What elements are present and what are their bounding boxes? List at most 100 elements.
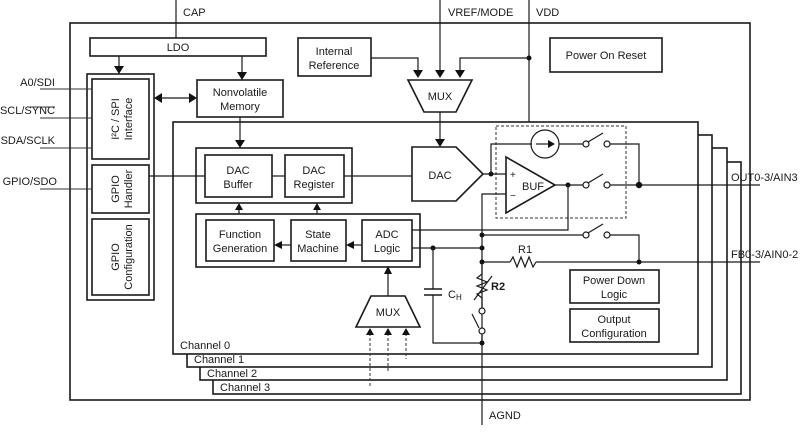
fb-switch-wire bbox=[610, 234, 640, 262]
r1-label: R1 bbox=[518, 244, 532, 256]
buf-minus: − bbox=[510, 191, 516, 202]
pin-out: OUT0-3/AIN3 bbox=[731, 172, 798, 184]
nvm-label-2: Memory bbox=[220, 101, 260, 113]
to-current-source-wire bbox=[490, 143, 532, 174]
ch-label: CH bbox=[448, 289, 462, 302]
chip-boundary bbox=[69, 22, 751, 401]
pin-gpio-sdo: GPIO/SDO bbox=[3, 176, 58, 188]
switch-contact bbox=[478, 327, 486, 335]
gpio-configuration-block bbox=[91, 218, 150, 296]
buf-out-to-adc-wire bbox=[412, 185, 569, 231]
output-configuration-label-1: Output bbox=[597, 314, 630, 326]
pin-scl-sync: SCL/SYNC bbox=[0, 105, 55, 117]
switch-to-out-wire bbox=[610, 143, 640, 185]
output-stage-boundary bbox=[495, 125, 627, 219]
arrow-left-icon bbox=[346, 241, 354, 249]
switch-blade bbox=[587, 173, 604, 184]
output-configuration-block bbox=[569, 308, 660, 343]
switch-blade bbox=[587, 223, 604, 234]
internal-reference-label-2: Reference bbox=[309, 60, 360, 72]
function-generation-label-1: Function bbox=[219, 229, 261, 241]
interface-label-1: I²C / SPI bbox=[110, 98, 122, 140]
variable-arrow bbox=[473, 275, 493, 301]
power-down-logic-label-2: Logic bbox=[601, 289, 628, 301]
function-generation-block bbox=[205, 219, 275, 262]
switch-contact bbox=[603, 140, 611, 148]
arrow-right-icon bbox=[189, 93, 197, 103]
interface-label-2: Interface bbox=[123, 98, 135, 141]
output-configuration-label-2: Configuration bbox=[581, 328, 646, 340]
nvm-label-1: Nonvolatile bbox=[213, 87, 267, 99]
dac-label: DAC bbox=[428, 170, 451, 182]
arrow-down-icon bbox=[237, 72, 247, 80]
switch-contact bbox=[603, 181, 611, 189]
internal-reference-block bbox=[297, 37, 372, 77]
arrow-down-icon bbox=[114, 66, 124, 74]
switch-contact bbox=[582, 181, 590, 189]
arrow-down-icon bbox=[435, 70, 445, 78]
junction-dot bbox=[635, 181, 643, 189]
power-down-logic-block bbox=[569, 269, 660, 304]
junction-dot bbox=[479, 232, 485, 238]
ldo-label: LDO bbox=[167, 42, 190, 54]
pin-vref-mode: VREF/MODE bbox=[448, 7, 513, 19]
switch-contact bbox=[582, 231, 590, 239]
power-down-logic-label-1: Power Down bbox=[583, 275, 645, 287]
state-machine-label-1: State bbox=[305, 229, 331, 241]
buf-plus: + bbox=[510, 170, 516, 181]
pin-vdd: VDD bbox=[536, 7, 559, 19]
arrow-up-icon bbox=[313, 203, 321, 210]
nonvolatile-memory-block bbox=[196, 79, 284, 118]
gpio-handler-label-2: Handler bbox=[123, 169, 135, 208]
mux-bottom-label: MUX bbox=[376, 307, 401, 319]
arrow-right-icon bbox=[548, 140, 555, 148]
dac-register-label-2: Register bbox=[294, 179, 335, 191]
junction-dot bbox=[479, 245, 485, 251]
arrow-left-icon bbox=[154, 93, 162, 103]
pin-fb: FB0-3/AIN0-2 bbox=[731, 249, 798, 261]
function-generation-label-2: Generation bbox=[213, 243, 267, 255]
r2-label: R2 bbox=[491, 281, 505, 293]
switch-contact bbox=[603, 231, 611, 239]
dac-buffer-label-1: DAC bbox=[226, 165, 249, 177]
arrow-left-icon bbox=[274, 241, 282, 249]
channel-3-label: Channel 3 bbox=[220, 382, 270, 394]
intref-to-mux-wire bbox=[371, 57, 419, 72]
buf-label: BUF bbox=[522, 181, 544, 193]
gpio-configuration-label-1: GPIO bbox=[110, 243, 122, 271]
arrow-down-icon bbox=[435, 139, 445, 147]
dac-buffer-label-2: Buffer bbox=[223, 179, 252, 191]
mux-bottom bbox=[354, 295, 422, 328]
switch-contact bbox=[582, 140, 590, 148]
arrow-up-icon bbox=[384, 266, 392, 274]
adc-logic-label-2: Logic bbox=[374, 243, 401, 255]
state-machine-label-2: Machine bbox=[297, 243, 339, 255]
arrow-up-icon bbox=[366, 328, 374, 335]
junction-dot bbox=[479, 340, 485, 346]
pin-agnd: AGND bbox=[489, 410, 521, 422]
pin-sda-sclk: SDA/SCLK bbox=[1, 135, 56, 147]
channel-0-label: Channel 0 bbox=[180, 340, 230, 352]
power-on-reset-label: Power On Reset bbox=[566, 50, 647, 62]
arrow-up-icon bbox=[235, 203, 243, 210]
arrow-up-icon bbox=[384, 328, 392, 335]
switch-blade bbox=[587, 132, 604, 143]
mux-top bbox=[406, 79, 474, 113]
vdd-to-mux-wire bbox=[459, 57, 529, 72]
gpio-handler-label-1: GPIO bbox=[110, 175, 122, 203]
power-on-reset-block bbox=[549, 37, 663, 73]
dac-block bbox=[411, 146, 485, 202]
internal-reference-label-1: Internal bbox=[316, 46, 353, 58]
buf-amplifier bbox=[505, 155, 557, 215]
ch-bottom-wire bbox=[432, 295, 482, 344]
ldo-block bbox=[89, 37, 267, 57]
pin-cap: CAP bbox=[183, 7, 206, 19]
arrow-up-icon bbox=[402, 328, 410, 335]
interface-block bbox=[91, 78, 150, 160]
arrow-down-icon bbox=[235, 140, 245, 148]
dac-buffer-block bbox=[204, 154, 273, 198]
switch-blade bbox=[471, 313, 480, 329]
pin-a0-sdi: A0/SDI bbox=[20, 77, 55, 89]
adc-logic-label-1: ADC bbox=[375, 229, 398, 241]
